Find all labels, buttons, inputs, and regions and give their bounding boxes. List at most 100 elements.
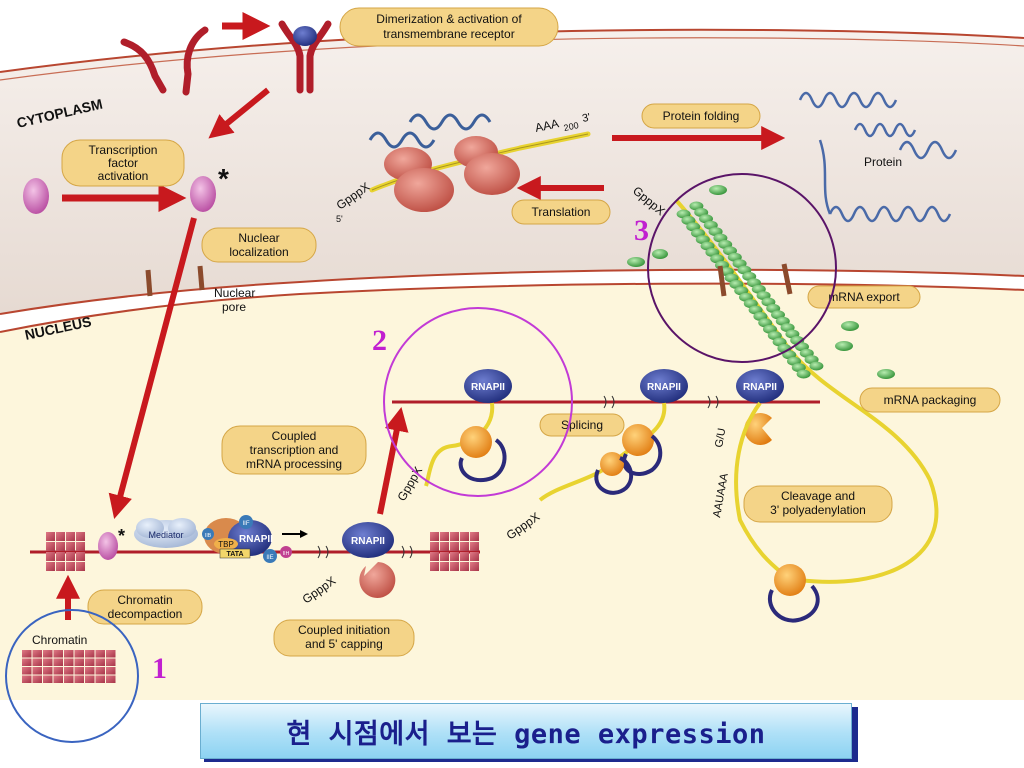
chromatin-nucleosome [46,552,55,561]
nuclear-pore [717,265,727,297]
chromatin-nucleosome [43,650,53,658]
chromatin-nucleosome [95,675,105,683]
chromatin-decompaction-pill: Chromatin decompaction [87,589,203,625]
chromatin-nucleosome [56,562,65,571]
cleavage-pill: Cleavage and 3' polyadenylation [743,485,893,523]
ribosome-2 [454,136,520,195]
chromatin-nucleosome [32,675,42,683]
svg-text:AAA: AAA [534,116,560,135]
chromatin-nucleosome [85,650,95,658]
bound-tf-star: * [118,526,125,546]
chromatin-nucleosome [53,675,63,683]
chromatin-nucleosome [430,542,439,551]
chromatin-nucleosome [106,650,116,658]
ribosome-1 [384,147,454,212]
chromatin-nucleosome [460,542,469,551]
svg-text:IIE: IIE [266,555,273,561]
chromatin-nucleosome [76,552,85,561]
export-protein-bead [796,369,811,379]
preinitiation-complex: RNAPII IIF IIB TBP TATA IIE IIH [202,515,292,563]
chromatin-nucleosome [470,552,479,561]
svg-text:activation: activation [98,169,149,183]
chromatin-nucleosome [440,562,449,571]
dna-break [707,395,719,409]
chromatin-nucleosome [64,667,74,675]
svg-text:and 5' capping: and 5' capping [305,637,383,651]
step-3-number: 3 [634,214,649,247]
chromatin-nucleosome [460,532,469,541]
step-3-circle [647,173,837,363]
mediator-complex: Mediator [134,518,198,548]
svg-text:localization: localization [229,245,288,259]
chromatin-nucleosome [43,658,53,666]
chromatin-nucleosome [66,552,75,561]
protein-folding-pill: Protein folding [641,103,761,129]
plasma-membrane [0,28,1024,73]
footer-shadow [204,757,856,762]
polyadenylation-complex [768,564,820,623]
translation-pill: Translation [511,199,611,225]
chromatin-nucleosome [74,650,84,658]
chromatin-nucleosome [76,532,85,541]
chromatin-nucleosome [95,667,105,675]
dna-break [401,545,413,559]
svg-text:Transcription: Transcription [89,143,158,157]
chromatin-nucleosome [95,658,105,666]
svg-text:IIF: IIF [243,521,250,527]
compact-chromatin [22,650,116,683]
svg-text:transmembrane receptor: transmembrane receptor [383,27,514,41]
five-prime-translation: 5' [336,214,343,224]
svg-text:RNAPII: RNAPII [351,536,385,547]
svg-text:mRNA processing: mRNA processing [246,457,342,471]
chromatin-nucleosome [53,650,63,658]
gu-element: G/U [713,427,728,448]
coupled-processing-pill: Coupled transcription and mRNA processin… [221,425,367,475]
chromatin-nucleosome [470,542,479,551]
protein-label: Protein [864,155,902,169]
chromatin-nucleosome [76,542,85,551]
chromatin-nucleosome [46,542,55,551]
spliceosome [594,424,663,495]
mrna-wave-1 [368,131,436,149]
nascent-rna-1 [424,402,495,487]
step-1-number: 1 [152,652,167,685]
chromatin-nucleosome [64,650,74,658]
nuclear-pore [145,269,153,297]
svg-text:Translation: Translation [532,205,591,219]
chromatin-nucleosome [56,542,65,551]
svg-text:TATA: TATA [226,551,243,558]
mrna-packaging-pill: mRNA packaging [859,387,1001,413]
chromatin-nucleosome [430,562,439,571]
chromatin-nucleosome [440,532,449,541]
chromatin-nucleosome [56,552,65,561]
chromatin-nucleosome [450,552,459,561]
inactive-tf [23,178,49,214]
svg-text:Dimerization & activation of: Dimerization & activation of [376,12,522,26]
nuclear-pore-label-2: pore [222,300,246,314]
mrna-export-pill: mRNA export [807,285,921,309]
chromatin-nucleosome [53,667,63,675]
receptor-dimer [278,20,332,94]
nuclear-pore-label: Nuclear [214,286,255,300]
splicing-pill: Splicing [539,413,625,437]
chromatin-nucleosome [76,562,85,571]
svg-text:IIH: IIH [283,551,290,557]
capping-complex-1 [458,426,507,482]
nuclear-pore [781,263,793,295]
chromatin-nucleosome [74,667,84,675]
chromatin-nucleosome [85,658,95,666]
export-protein-bead [809,361,824,371]
free-export-protein [627,185,895,379]
capping-enzyme [359,562,396,598]
footer-shadow-right [852,707,858,762]
chromatin-nucleosome [46,562,55,571]
activation-star: * [218,163,229,194]
svg-text:Chromatin: Chromatin [117,593,172,607]
chromatin-nucleosome [74,675,84,683]
svg-text:TBP: TBP [218,540,234,549]
rnapii-elongating-1: RNAPII [464,369,512,403]
chromatin-nucleosome [85,667,95,675]
chromatin-nucleosome [460,562,469,571]
step-2-number: 2 [372,324,387,357]
bound-tf [98,532,118,560]
